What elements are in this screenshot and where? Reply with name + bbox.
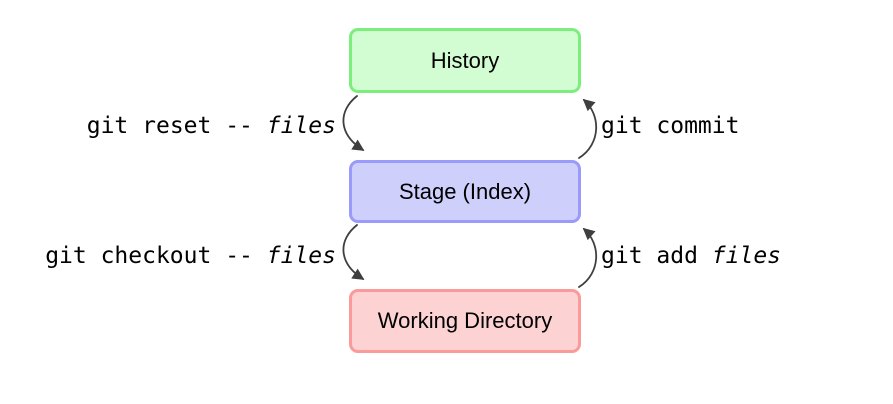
edge-label-git-checkout-text: git checkout --: [45, 243, 267, 269]
arrow-git-reset: [342, 95, 365, 151]
edge-label-git-reset-text: git reset --: [86, 113, 267, 139]
edge-label-git-reset-operand: files: [266, 113, 336, 139]
edge-label-git-reset: git reset -- files: [20, 112, 336, 140]
edge-label-git-add-text: git add: [601, 243, 712, 269]
edge-label-git-commit-text: git commit: [601, 113, 740, 139]
node-history: History: [349, 28, 581, 93]
edge-label-git-add-operand: files: [711, 243, 782, 269]
edge-label-git-checkout: git checkout -- files: [20, 242, 336, 270]
edge-label-git-add: git add files: [601, 242, 781, 270]
node-stage-label: Stage (Index): [398, 178, 532, 204]
node-working-directory-label: Working Directory: [377, 308, 553, 333]
node-stage: Stage (Index): [349, 160, 581, 223]
arrow-git-checkout: [342, 224, 365, 280]
edge-label-git-commit: git commit: [601, 112, 739, 140]
arrow-git-add: [578, 227, 598, 288]
node-working-directory: Working Directory: [349, 289, 581, 353]
edge-label-git-checkout-operand: files: [266, 243, 336, 269]
node-history-label: History: [430, 47, 500, 73]
arrow-git-commit: [578, 98, 598, 159]
